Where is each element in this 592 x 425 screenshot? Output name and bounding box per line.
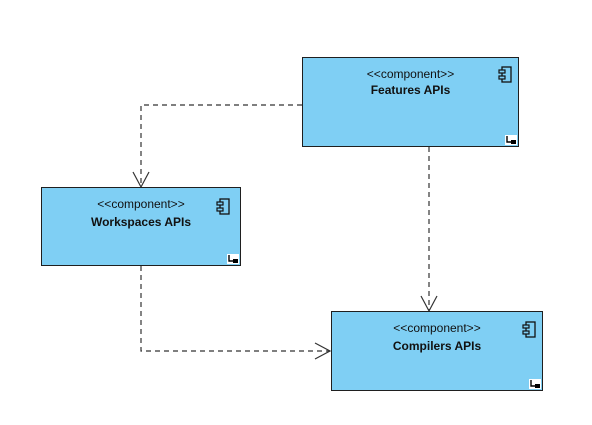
dependency-features-to-workspaces[interactable] [140,104,302,186]
dependency-workspaces-to-compilers[interactable] [140,266,330,352]
component-stereotype: <<component>> [366,67,455,81]
link-icon [505,135,517,145]
component-name: Features APIs [370,83,451,97]
component-features-apis[interactable]: <<component>> Features APIs [302,57,519,147]
component-icon [522,321,536,338]
component-name: Workspaces APIs [90,215,192,229]
component-icon [498,66,512,83]
link-icon [227,254,239,264]
component-icon [216,198,230,215]
component-compilers-apis[interactable]: <<component>> Compilers APIs [331,311,543,391]
link-icon [529,379,541,389]
arrowhead-compilers-left [314,342,332,360]
component-workspaces-apis[interactable]: <<component>> Workspaces APIs [41,187,241,266]
component-stereotype: <<component>> [393,321,481,335]
component-name: Compilers APIs [392,339,482,353]
component-stereotype: <<component>> [97,197,185,211]
